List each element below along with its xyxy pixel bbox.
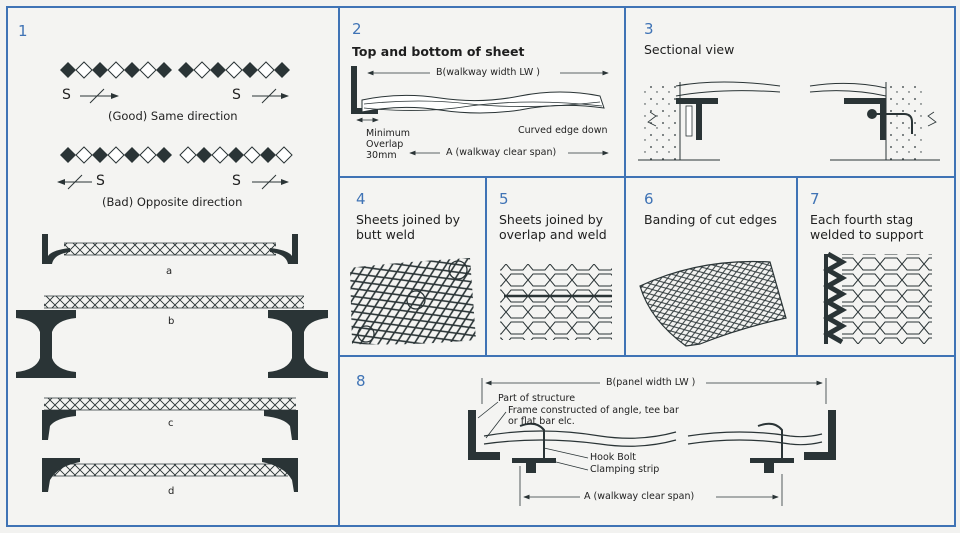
panel8-drawing [468,378,836,506]
panel-width-label: B(panel width LW ) [606,377,696,388]
panel8-clear-span-label: A (walkway clear span) [584,491,695,502]
panel-2 [338,6,626,178]
panel-4-number: 4 [356,190,366,208]
good-direction-strip [60,61,290,104]
s-label-bad-right: S [232,173,241,189]
sub-label-a: a [166,266,173,277]
detail-b [16,295,328,378]
good-caption: (Good) Same direction [108,109,238,123]
sub-label-d: d [168,486,175,497]
panel-7-title: Each fourth stag welded to support [810,212,924,242]
panel-1-number: 1 [18,22,28,40]
frame-label: Frame constructed of angle, tee bar or f… [508,405,679,427]
panel6-mesh [639,260,787,347]
clamping-strip-label: Clamping strip [590,464,660,475]
panel2-drawing [351,66,609,156]
panel-5-title: Sheets joined by overlap and weld [499,212,607,242]
panel-5-number: 5 [499,190,509,208]
detail-a [42,234,298,264]
panel-2-number: 2 [352,20,362,38]
panel-3-title: Sectional view [644,42,735,57]
panel-1 [6,6,340,527]
panel-6-number: 6 [644,190,654,208]
panel4-mesh [350,258,476,345]
bad-direction-strip [57,146,293,190]
sub-label-b: b [168,316,175,327]
bad-caption: (Bad) Opposite direction [102,195,243,209]
part-of-structure-label: Part of structure [498,393,576,404]
walkway-width-label: B(walkway width LW ) [436,67,540,78]
panel-3-number: 3 [644,20,654,38]
panel-7-number: 7 [810,190,820,208]
panel-8 [338,355,956,527]
s-label-good-right: S [232,87,241,103]
detail-d [42,458,298,492]
hook-bolt-label: Hook Bolt [590,452,636,463]
panel-4-title: Sheets joined by butt weld [356,212,461,242]
panel7-mesh [822,251,932,345]
s-label-bad-left: S [96,173,105,189]
panel-8-number: 8 [356,372,366,390]
sub-label-c: c [168,418,174,429]
s-label-good-left: S [62,87,71,103]
panel3-drawing [638,81,940,161]
detail-c [42,397,298,440]
panel-2-title: Top and bottom of sheet [352,44,525,59]
clear-span-label: A (walkway clear span) [446,147,557,158]
panel5-mesh [500,264,612,340]
curved-edge-label: Curved edge down [518,125,608,136]
panel-6-title: Banding of cut edges [644,212,777,227]
minimum-overlap-label: Minimum Overlap 30mm [366,128,411,161]
